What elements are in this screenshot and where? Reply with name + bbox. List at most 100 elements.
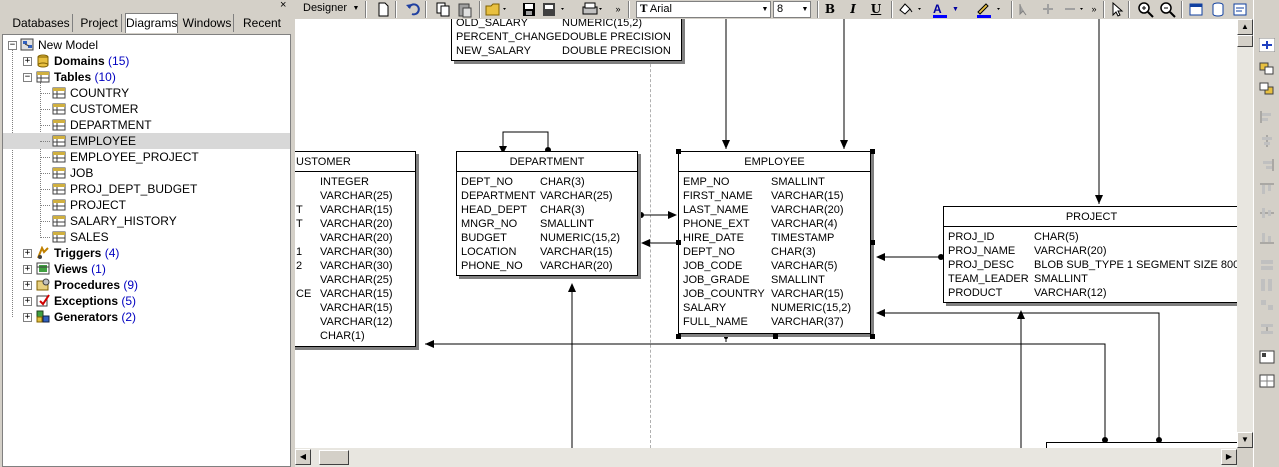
collapse-icon[interactable]: −	[8, 40, 17, 50]
tree-item-table[interactable]: JOB	[3, 165, 290, 181]
tree-item-table[interactable]: EMPLOYEE_PROJECT	[3, 149, 290, 165]
align-bottom-icon[interactable]	[1259, 230, 1275, 244]
expand-icon[interactable]: +	[23, 312, 32, 322]
tab-databases[interactable]: Databases	[10, 14, 73, 32]
pointer-tool-icon[interactable]	[1110, 1, 1124, 18]
tree-item-table[interactable]: PROJECT	[3, 197, 290, 213]
tab-recent[interactable]: Recent	[242, 16, 282, 30]
align-left-icon[interactable]	[1259, 110, 1275, 124]
selection-handle[interactable]	[676, 149, 681, 154]
tab-project[interactable]: Project	[77, 14, 122, 32]
entity-sales[interactable]	[1046, 442, 1237, 448]
font-size-combo[interactable]: 8 ▼	[773, 1, 811, 18]
tree-item-table[interactable]: DEPARTMENT	[3, 117, 290, 133]
arrange-icon[interactable]	[1259, 350, 1275, 364]
attribute-name: PROJ_DESC	[948, 259, 1015, 271]
align-right-icon[interactable]	[1259, 158, 1275, 172]
expand-icon[interactable]: +	[23, 56, 32, 66]
tree-item-table[interactable]: EMPLOYEE	[3, 133, 290, 149]
selection-handle[interactable]	[676, 334, 681, 339]
same-height-icon[interactable]	[1259, 278, 1275, 292]
copy-icon[interactable]	[435, 1, 451, 18]
bold-button[interactable]: B	[824, 2, 836, 16]
scroll-right-icon[interactable]: ▶	[1221, 449, 1237, 465]
scroll-up-icon[interactable]: ▲	[1237, 19, 1253, 35]
align-vertical-center-icon[interactable]	[1259, 206, 1275, 220]
expand-icon[interactable]: +	[23, 296, 32, 306]
entity-salary-history[interactable]: OLD_SALARY NUMERIC(15,2) PERCENT_CHANGE …	[451, 19, 682, 61]
align-center-icon[interactable]	[1259, 38, 1275, 52]
scroll-left-icon[interactable]: ◀	[295, 449, 311, 465]
tree-label: Views (1)	[53, 261, 107, 277]
database-icon[interactable]	[1210, 1, 1226, 18]
tree-item-table[interactable]: COUNTRY	[3, 85, 290, 101]
bring-front-icon[interactable]	[1259, 62, 1275, 76]
underline-button[interactable]: U	[870, 2, 882, 16]
same-width-icon[interactable]	[1259, 258, 1275, 272]
open-folder-icon[interactable]	[485, 1, 509, 18]
tab-diagrams[interactable]: Diagrams	[125, 13, 178, 33]
tables-folder-icon	[36, 71, 50, 83]
snap-to-grid-icon[interactable]	[1259, 374, 1275, 388]
align-arrow-icon[interactable]	[1017, 1, 1031, 18]
scroll-down-icon[interactable]: ▼	[1237, 432, 1253, 448]
remove-point-icon[interactable]	[1063, 1, 1087, 18]
selection-handle[interactable]	[870, 334, 875, 339]
undo-icon[interactable]	[405, 1, 421, 18]
tree-item-table[interactable]: CUSTOMER	[3, 101, 290, 117]
add-point-icon[interactable]	[1041, 1, 1055, 18]
expand-icon[interactable]: +	[23, 280, 32, 290]
designer-mode-combo[interactable]: Designer ▼	[300, 1, 361, 18]
attribute-type: CHAR(3)	[540, 204, 585, 216]
fill-color-icon[interactable]	[897, 1, 925, 18]
selection-handle[interactable]	[773, 334, 778, 339]
expand-icon[interactable]: +	[23, 248, 32, 258]
save-all-icon[interactable]	[541, 1, 569, 18]
comment-icon[interactable]	[1232, 1, 1248, 18]
save-icon[interactable]	[521, 1, 537, 18]
new-document-icon[interactable]	[375, 1, 391, 18]
expand-icon[interactable]: +	[23, 264, 32, 274]
toolbar-overflow-icon[interactable]: »	[615, 4, 621, 14]
views-icon	[36, 262, 50, 275]
attribute-type: VARCHAR(30)	[320, 246, 393, 258]
align-horizontal-center-icon[interactable]	[1259, 134, 1275, 148]
vertical-scroll-thumb[interactable]	[1237, 35, 1253, 47]
tree-guide-line	[40, 237, 50, 238]
zoom-out-icon[interactable]	[1159, 1, 1177, 18]
font-color-button[interactable]: A▼	[933, 1, 961, 18]
selection-handle[interactable]	[676, 240, 681, 245]
paste-icon[interactable]	[457, 1, 473, 18]
toolbar-overflow-icon[interactable]: »	[1091, 4, 1097, 14]
tree-guide-line	[12, 49, 13, 317]
tree-item-table[interactable]: SALARY_HISTORY	[3, 213, 290, 229]
diagram-canvas[interactable]: OLD_SALARY NUMERIC(15,2) PERCENT_CHANGE …	[295, 19, 1237, 448]
same-size-icon[interactable]	[1259, 298, 1275, 312]
table-name: PROJ_DEPT_BUDGET	[70, 182, 198, 196]
horizontal-scrollbar[interactable]: ◀ ▶	[295, 448, 1237, 467]
vertical-scrollbar[interactable]: ▲ ▼	[1237, 19, 1253, 448]
tab-windows[interactable]: Windows	[181, 14, 234, 32]
selection-handle[interactable]	[870, 149, 875, 154]
align-top-icon[interactable]	[1259, 182, 1275, 196]
horizontal-scroll-thumb[interactable]	[319, 450, 349, 465]
space-evenly-icon[interactable]	[1259, 322, 1275, 336]
toolbar-separator	[1011, 1, 1013, 18]
close-panel-icon[interactable]: ×	[280, 0, 287, 11]
tree-item-table[interactable]: PROJ_DEPT_BUDGET	[3, 181, 290, 197]
entity-title: EMPLOYEE	[679, 152, 870, 172]
font-name-combo[interactable]: T Arial ▼	[636, 1, 771, 18]
table-view-icon[interactable]	[1188, 1, 1204, 18]
tree-item-table[interactable]: SALES	[3, 229, 290, 245]
selection-handle[interactable]	[870, 240, 875, 245]
print-icon[interactable]	[581, 1, 605, 18]
italic-button[interactable]: I	[850, 2, 856, 16]
line-color-icon[interactable]	[975, 1, 1005, 18]
zoom-in-icon[interactable]	[1137, 1, 1155, 18]
send-back-icon[interactable]	[1259, 82, 1275, 96]
collapse-icon[interactable]: −	[23, 72, 32, 82]
